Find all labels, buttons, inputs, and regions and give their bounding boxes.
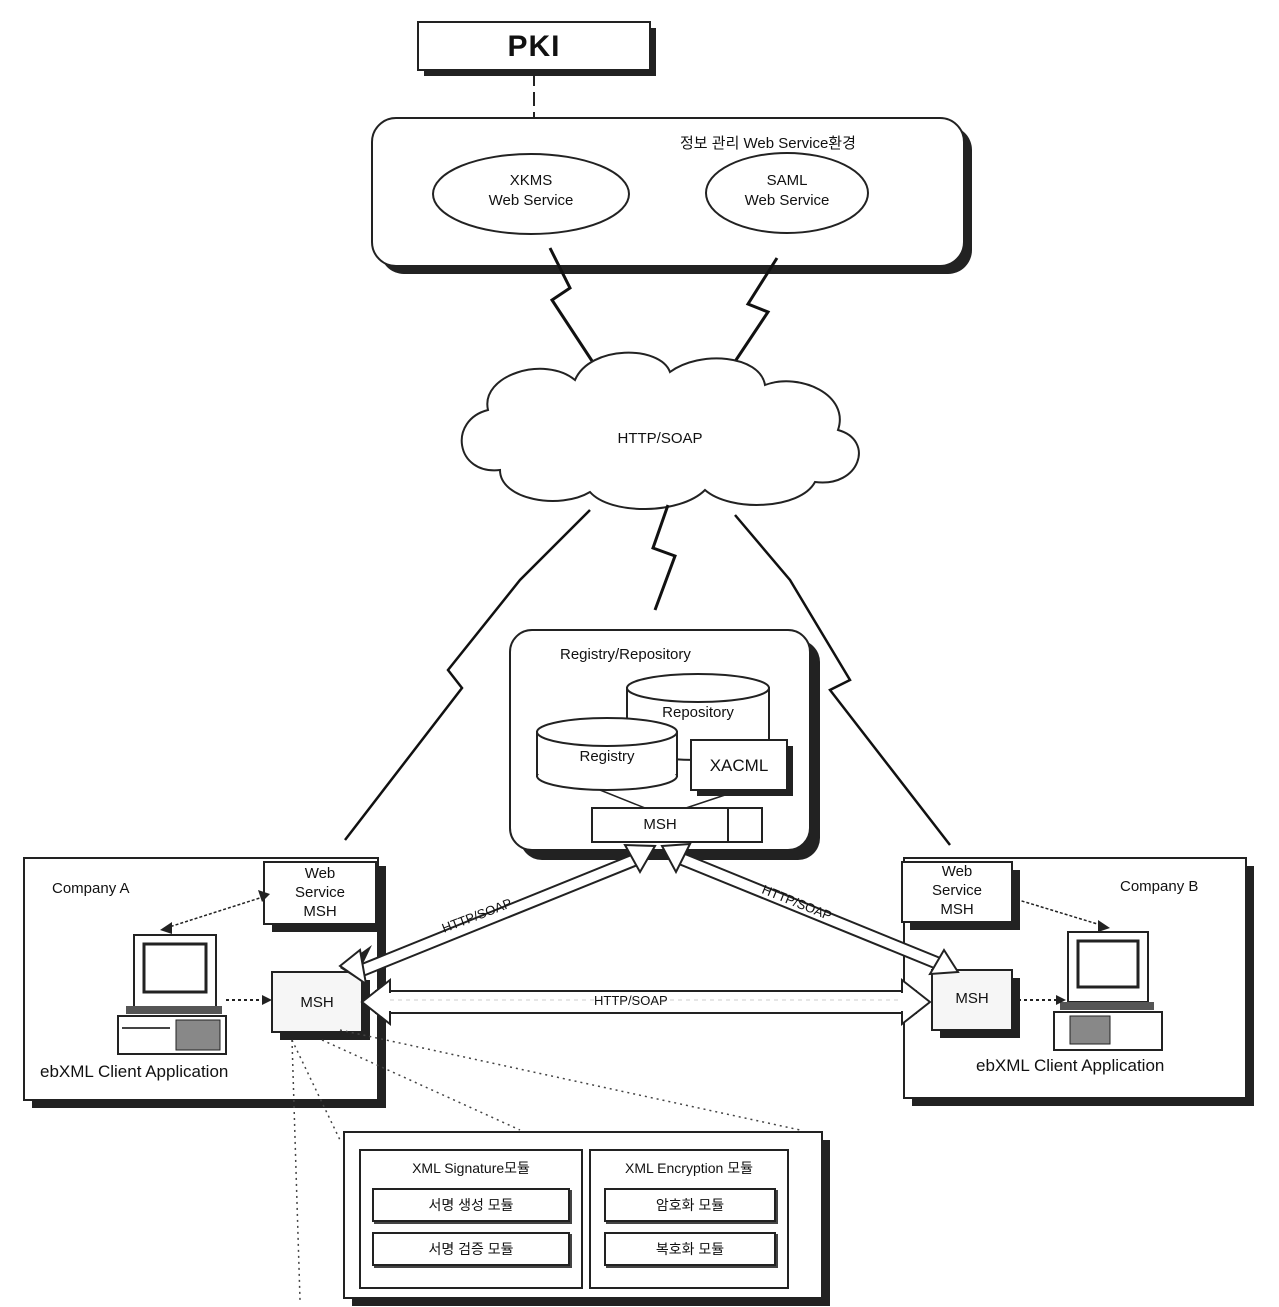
repository-label: Repository <box>662 704 734 721</box>
company-a-ws-msh-label: Web Service MSH <box>294 865 346 920</box>
pki-box <box>417 21 656 76</box>
registry-label: Registry <box>579 748 635 765</box>
company-b-msh-label: MSH <box>955 990 989 1007</box>
company-a-msh-label: MSH <box>300 994 334 1011</box>
company-a-name: Company A <box>52 880 130 897</box>
signature-generate-module: 서명 생성 모듈 <box>372 1188 570 1222</box>
registry-repository-title: Registry/Repository <box>560 646 691 663</box>
cloud-to-company-a-link <box>344 509 591 841</box>
company-b-web-service-msh <box>901 861 1020 930</box>
encryption-module-title: XML Encryption 모듈 <box>625 1160 753 1176</box>
arrow-company-b-to-registry <box>660 842 960 976</box>
company-a-computer-icon <box>117 934 227 1055</box>
xacml-label: XACML <box>709 756 769 775</box>
encryption-module: 암호화 모듈 <box>604 1188 776 1222</box>
registry-cylinder <box>536 717 678 791</box>
web-service-environment-label: 정보 관리 Web Service환경 <box>680 135 856 152</box>
cloud-label: HTTP/SOAP <box>617 430 703 447</box>
registry-msh-box <box>591 807 763 843</box>
company-b-ws-msh-label: Web Service MSH <box>931 863 983 918</box>
signature-verify-module: 서명 검증 모듈 <box>372 1232 570 1266</box>
saml-label-line1: SAML <box>766 172 808 189</box>
cloud-to-registry-link <box>651 504 677 611</box>
signature-module-title: XML Signature모듈 <box>412 1160 530 1176</box>
pki-label: PKI <box>507 30 561 63</box>
registry-msh-label: MSH <box>643 816 677 833</box>
xkms-label-line2: Web Service <box>488 192 574 209</box>
company-b-ws-to-app-link <box>1011 897 1105 927</box>
arrow-company-a-to-registry <box>338 843 657 987</box>
saml-label-line2: Web Service <box>744 192 830 209</box>
xkms-label-line1: XKMS <box>509 172 553 189</box>
arrow-company-a-to-company-b <box>360 977 932 1027</box>
company-b-msh <box>931 969 1020 1038</box>
link-a-b-label: HTTP/SOAP <box>594 993 668 1008</box>
cloud-to-company-b-link <box>734 514 951 846</box>
company-a-web-service-msh <box>263 861 384 932</box>
company-a-msh <box>271 971 370 1040</box>
decryption-module: 복호화 모듈 <box>604 1232 776 1266</box>
xacml-box <box>690 739 793 796</box>
msh-module-callout <box>291 1029 801 1301</box>
company-b-computer-icon <box>1053 931 1163 1051</box>
company-b-app-label: ebXML Client Application <box>976 1056 1165 1075</box>
xkms-link <box>548 247 600 371</box>
saml-link <box>726 257 779 373</box>
xkms-service-ellipse <box>432 153 630 235</box>
company-b-name: Company B <box>1120 878 1199 895</box>
company-a-app-label: ebXML Client Application <box>40 1062 229 1081</box>
http-soap-cloud <box>460 351 860 510</box>
company-a-app-to-ws-link <box>165 895 267 929</box>
saml-service-ellipse <box>705 152 869 234</box>
